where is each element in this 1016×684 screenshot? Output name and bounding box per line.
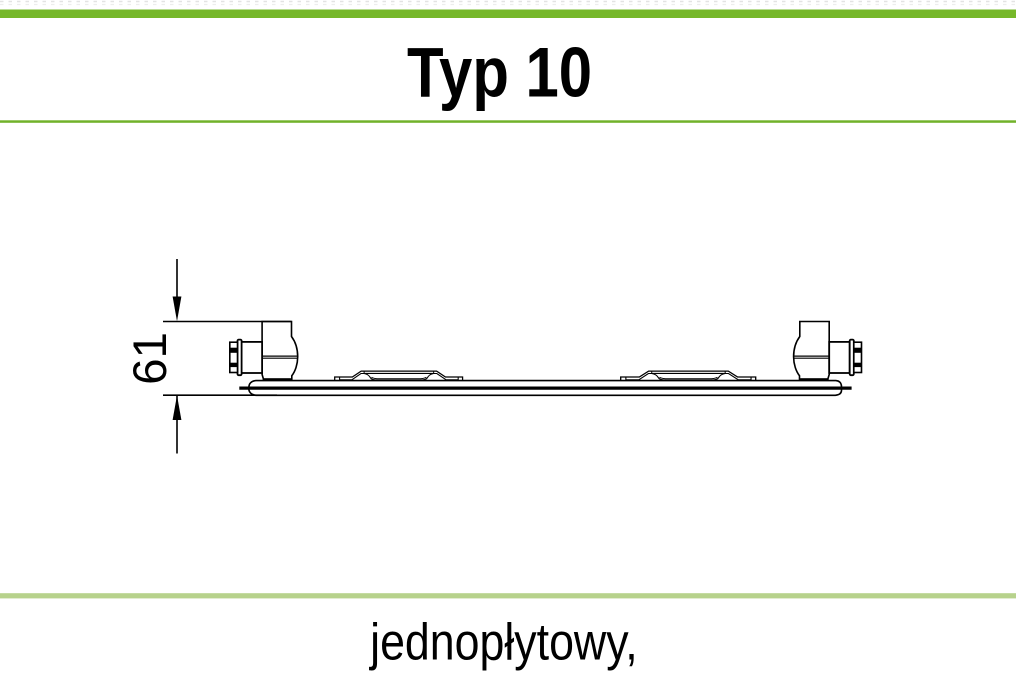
svg-text:61: 61 <box>124 332 177 385</box>
svg-text:jednopłytowy,: jednopłytowy, <box>368 614 637 672</box>
svg-text:Typ 10: Typ 10 <box>407 33 592 112</box>
